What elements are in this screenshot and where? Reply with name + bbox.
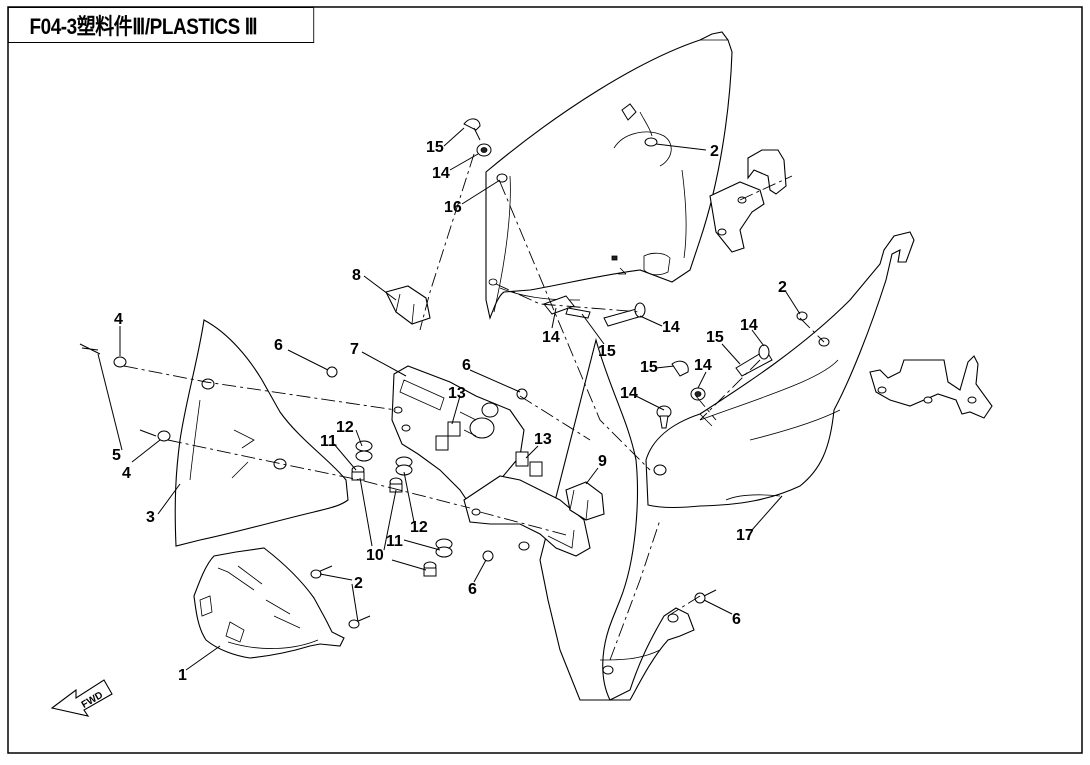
lower-center-body bbox=[539, 337, 695, 701]
callout-14: 14 bbox=[620, 385, 638, 402]
page-title: F04-3塑料件Ⅲ/PLASTICS Ⅲ bbox=[8, 7, 315, 43]
callout-12: 12 bbox=[410, 519, 428, 536]
drawing-border bbox=[7, 6, 1083, 754]
callout-14: 14 bbox=[740, 317, 758, 334]
upper-right-bracket bbox=[709, 149, 793, 253]
callout-1: 1 bbox=[178, 667, 187, 684]
callout-6: 6 bbox=[468, 581, 477, 598]
grommet-cluster bbox=[351, 421, 543, 577]
callout-15: 15 bbox=[598, 343, 616, 360]
upper-fairing-part bbox=[485, 31, 733, 320]
fasteners bbox=[79, 118, 808, 629]
callout-14: 14 bbox=[432, 165, 450, 182]
callout-10: 10 bbox=[366, 547, 384, 564]
callout-7: 7 bbox=[350, 341, 359, 358]
callout-6: 6 bbox=[732, 611, 741, 628]
callout-11: 11 bbox=[386, 533, 403, 550]
callout-2: 2 bbox=[778, 279, 787, 296]
callout-16: 16 bbox=[444, 199, 462, 216]
callout-15: 15 bbox=[426, 139, 444, 156]
cap-part-9 bbox=[565, 481, 605, 521]
callout-6: 6 bbox=[462, 357, 471, 374]
cap-part-8 bbox=[385, 285, 431, 325]
callout-13: 13 bbox=[448, 385, 466, 402]
callout-14: 14 bbox=[662, 319, 680, 336]
callout-9: 9 bbox=[598, 453, 607, 470]
callout-6: 6 bbox=[274, 337, 283, 354]
callout-13: 13 bbox=[534, 431, 552, 448]
callout-15: 15 bbox=[706, 329, 724, 346]
callout-14: 14 bbox=[694, 357, 712, 374]
assembly-center-lines bbox=[123, 153, 825, 661]
callout-4: 4 bbox=[122, 465, 131, 482]
callout-11: 11 bbox=[320, 433, 337, 450]
lower-front-cover-part-1 bbox=[193, 547, 345, 659]
lower-inner-bracket bbox=[463, 475, 591, 557]
callout-8: 8 bbox=[352, 267, 361, 284]
callout-14: 14 bbox=[542, 329, 560, 346]
callout-labels: 15 14 16 2 8 4 6 7 6 13 14 15 14 2 15 14… bbox=[112, 139, 787, 684]
callout-17: 17 bbox=[736, 527, 754, 544]
callout-5: 5 bbox=[112, 447, 121, 464]
callout-12: 12 bbox=[336, 419, 354, 436]
callout-4: 4 bbox=[114, 311, 123, 328]
leader-lines bbox=[97, 127, 801, 671]
right-mounting-bracket bbox=[869, 355, 993, 419]
right-side-panel-part-17 bbox=[645, 231, 915, 508]
callout-15: 15 bbox=[640, 359, 658, 376]
center-bracket-part-7 bbox=[391, 365, 525, 509]
callout-2: 2 bbox=[354, 575, 363, 592]
callout-3: 3 bbox=[146, 509, 155, 526]
fwd-arrow-icon: FWD bbox=[50, 679, 113, 717]
callout-2: 2 bbox=[710, 143, 719, 160]
